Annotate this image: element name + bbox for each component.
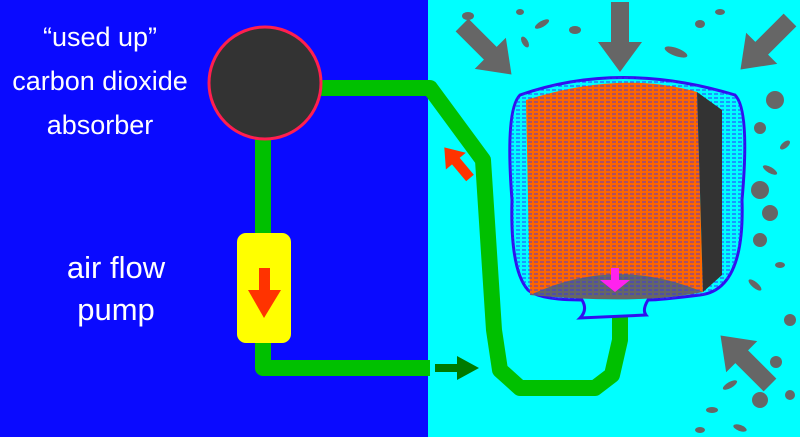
debris-particles [462, 9, 796, 433]
absorber-label-line2: carbon dioxide [12, 66, 188, 96]
flow-arrow-icon [435, 356, 479, 380]
pressure-arrow-icon [455, 18, 512, 75]
pump-label-line2: pump [77, 292, 155, 327]
pump-label-line1: air flow [67, 250, 166, 285]
pump-down-arrow-icon [248, 268, 281, 318]
co2-absorber [207, 25, 323, 141]
pressure-arrows [455, 2, 797, 392]
flow-arrow-icon [444, 147, 474, 182]
pressure-arrow-icon [720, 335, 777, 392]
pressure-arrow-icon [598, 2, 642, 72]
flow-down-arrow-icon [600, 268, 630, 292]
absorber-label-line3: absorber [47, 110, 154, 140]
absorber-label-line1: “used up” [43, 22, 157, 52]
rebreather-bag [508, 76, 747, 320]
air-pipe [255, 80, 628, 396]
pressure-arrow-icon [740, 13, 797, 70]
